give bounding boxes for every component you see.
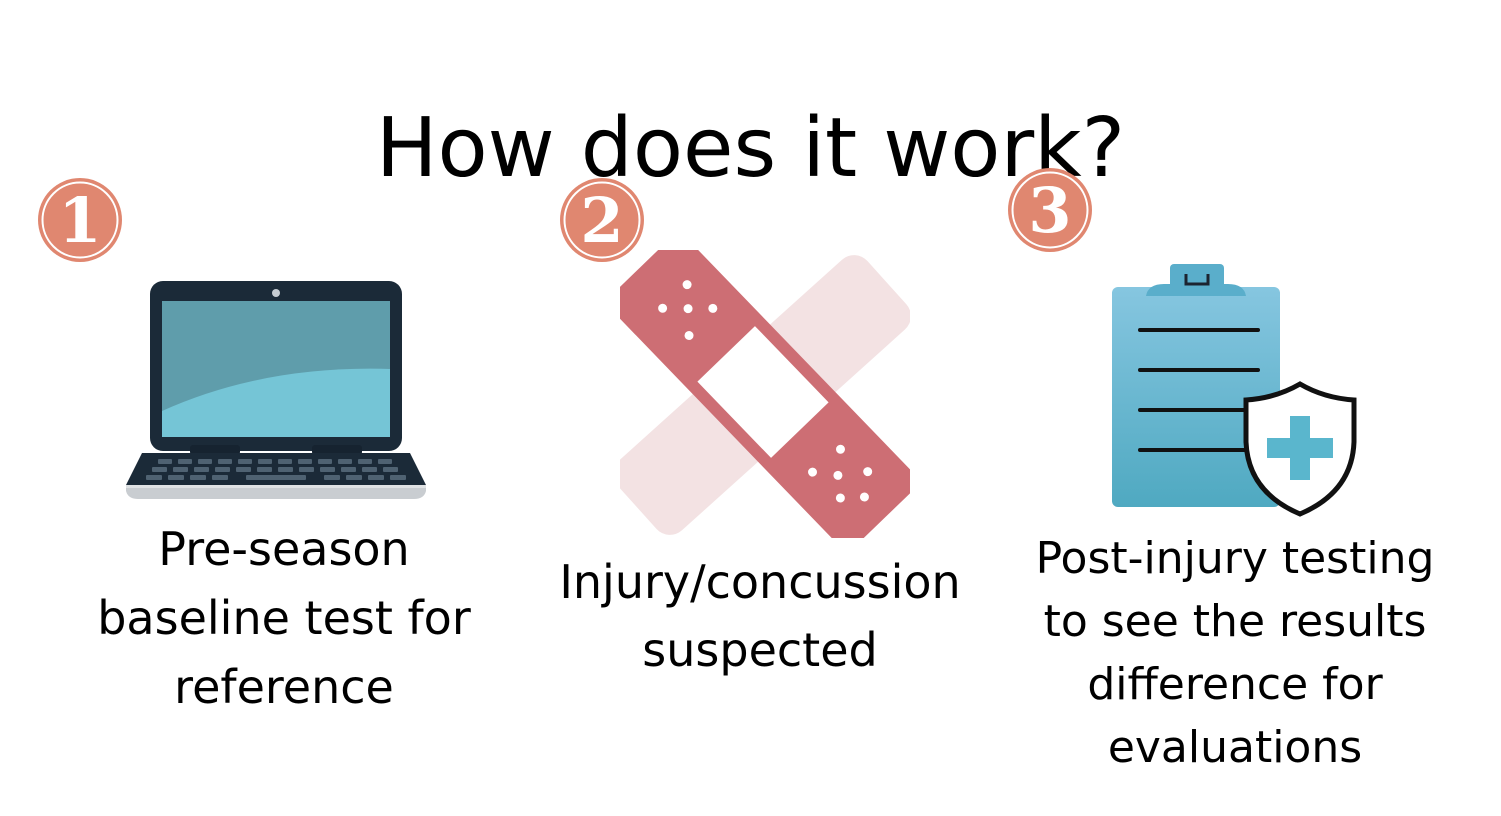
step-number-badge: 2: [560, 178, 644, 262]
crossed-bandages-icon: [620, 250, 910, 538]
step-description: Post-injury testing to see the results d…: [1035, 533, 1435, 773]
step-description: Pre-season baseline test for reference: [97, 522, 471, 714]
step-number: 2: [580, 184, 623, 257]
step-number-badge: 3: [1008, 168, 1092, 252]
step-number-badge: 1: [38, 178, 122, 262]
page-title: How does it work?: [375, 100, 1126, 196]
laptop-icon: [126, 281, 426, 499]
step-number: 1: [58, 184, 101, 257]
step-number: 3: [1028, 174, 1071, 247]
clipboard-shield-icon: [1112, 264, 1357, 517]
step-description: Injury/concussion suspected: [559, 555, 961, 677]
